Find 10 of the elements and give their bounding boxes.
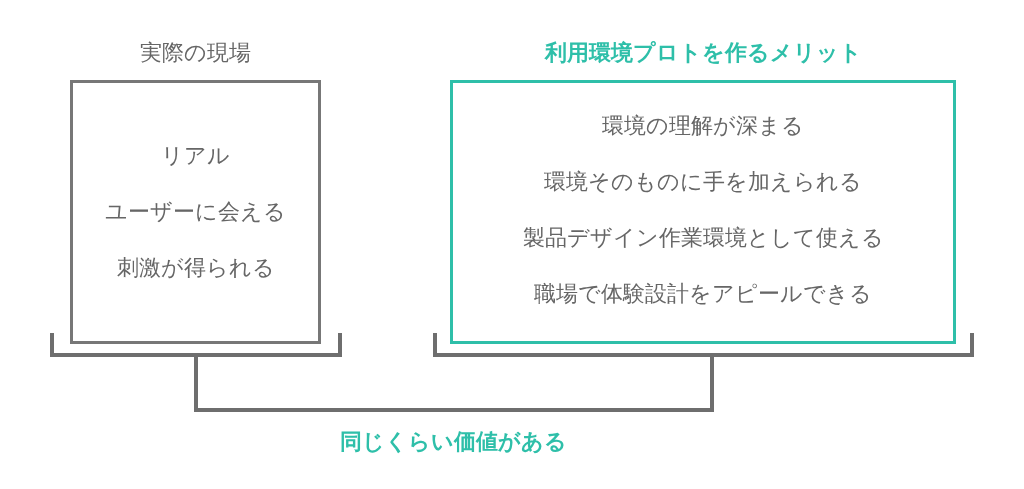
list-item-text: 職場で体験設計をアピールできる — [534, 280, 872, 308]
list-item-text: 環境の理解が深まる — [602, 112, 804, 140]
list-item-text: 刺激が得られる — [116, 254, 275, 282]
list-item-text: 環境そのものに手を加えられる — [544, 168, 862, 196]
list-item-text: 製品デザイン作業環境として使える — [522, 224, 884, 252]
summary-label: 同じくらい価値がある — [338, 428, 568, 456]
list-item-text: ユーザーに会える — [105, 198, 286, 226]
list-item-text: リアル — [161, 142, 230, 170]
box-heading: 利用環境プロトを作るメリット — [543, 39, 863, 67]
box-heading: 実際の現場 — [139, 39, 252, 67]
